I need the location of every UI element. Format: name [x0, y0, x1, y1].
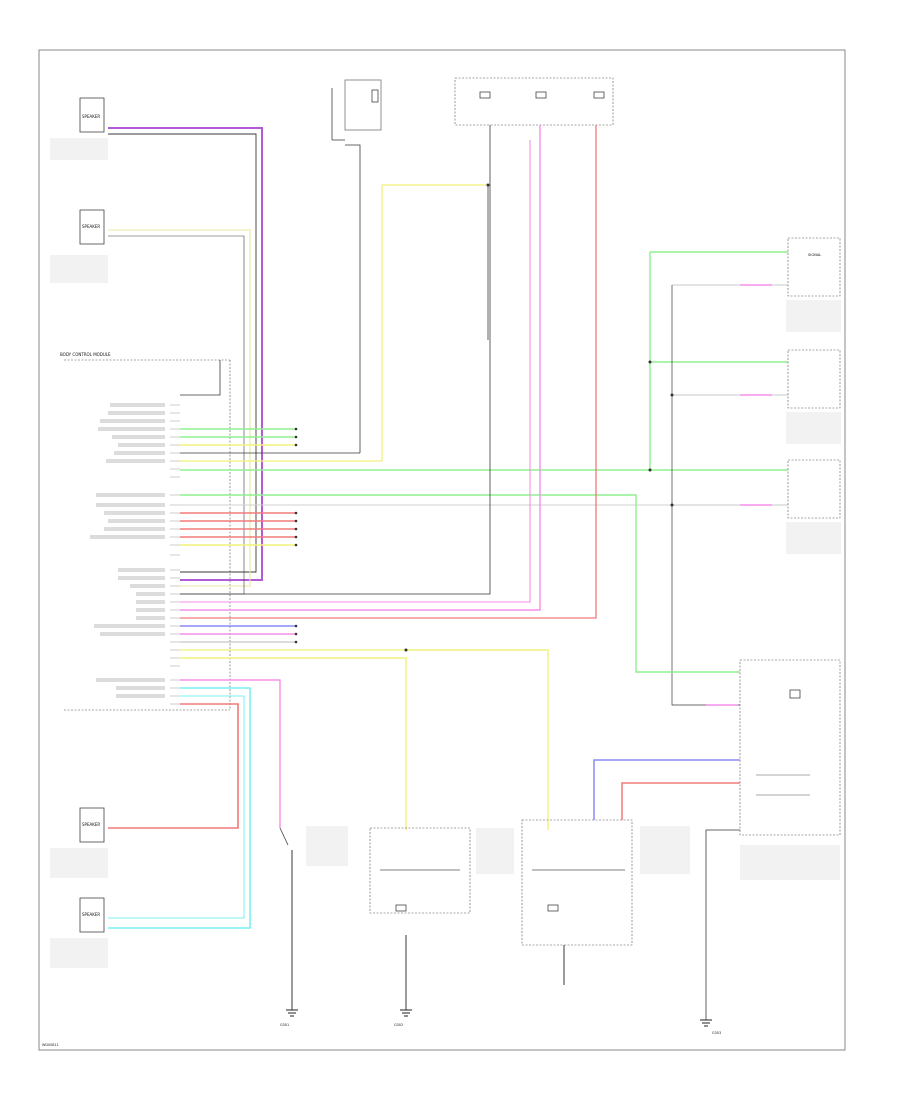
lower-right-module: [739, 659, 841, 880]
wire-black-ground-right: [705, 829, 740, 1020]
fuse-3-icon: [593, 91, 605, 99]
fuse-block: [331, 77, 614, 141]
speaker-right-front: SPEAKER: [50, 209, 108, 283]
wire-yellow-low-2: [406, 649, 549, 830]
ground-label: G301: [280, 1023, 289, 1027]
wire-cyan: [108, 687, 251, 929]
wire-yellow-right-front: [108, 229, 251, 587]
lower-switch-box-2: [521, 819, 690, 946]
wire-blue-low: [593, 759, 740, 820]
speaker-label: SPEAKER: [82, 822, 100, 827]
speaker-left-rear: SPEAKER: [50, 807, 108, 878]
wire-pink-fuse-2: [180, 140, 531, 603]
ground-icon: G303: [700, 1019, 721, 1035]
wire-black-fuse: [180, 125, 491, 595]
ground-label: G303: [712, 1031, 721, 1035]
wire-pink-left-low: [180, 679, 281, 828]
speaker-rear-right-1: SIGNAL: [786, 237, 841, 332]
wire-red-left: [108, 703, 239, 829]
fuse-1-icon: [479, 91, 491, 99]
wire-black-module: [180, 360, 221, 396]
footer-code: WD00811: [42, 1043, 59, 1047]
wire-violet: [108, 127, 263, 581]
module-title: BODY CONTROL MODULE: [60, 352, 111, 357]
wire-black: [108, 133, 257, 573]
speaker-left-front: SPEAKER: [50, 897, 108, 968]
fuse-2-icon: [535, 91, 547, 99]
wire-green-lower: [180, 494, 740, 673]
speaker-label: SPEAKER: [82, 114, 100, 119]
wire-red-low: [621, 782, 740, 820]
speaker-right-rear: SPEAKER: [50, 97, 108, 160]
speaker-label: SPEAKER: [82, 224, 100, 229]
junction-dots: [294, 183, 674, 652]
ground-label: G302: [394, 1023, 403, 1027]
ground-icon: G302: [394, 1009, 412, 1027]
wire-yellow-low: [180, 657, 407, 830]
wire-yellow-riser: [381, 184, 488, 461]
speaker-rear-right-3: [786, 459, 841, 554]
speaker-rear-right-2: [786, 349, 841, 444]
wire-red-fuse: [180, 125, 597, 619]
wire-black-riser: [345, 144, 361, 453]
diagram-border: [38, 49, 846, 1051]
wire-cyan-2: [108, 695, 245, 919]
door-switch: [279, 826, 348, 866]
lower-switch-box-1: [369, 827, 514, 914]
speaker-label: SPEAKER: [82, 912, 100, 917]
ground-icon: G301: [280, 1009, 298, 1027]
body-control-module: BODY CONTROL MODULE: [60, 352, 231, 711]
wire-gray-main: [671, 285, 740, 706]
speaker-signal-label: SIGNAL: [808, 253, 821, 257]
wire-pink-fuse: [180, 125, 541, 611]
